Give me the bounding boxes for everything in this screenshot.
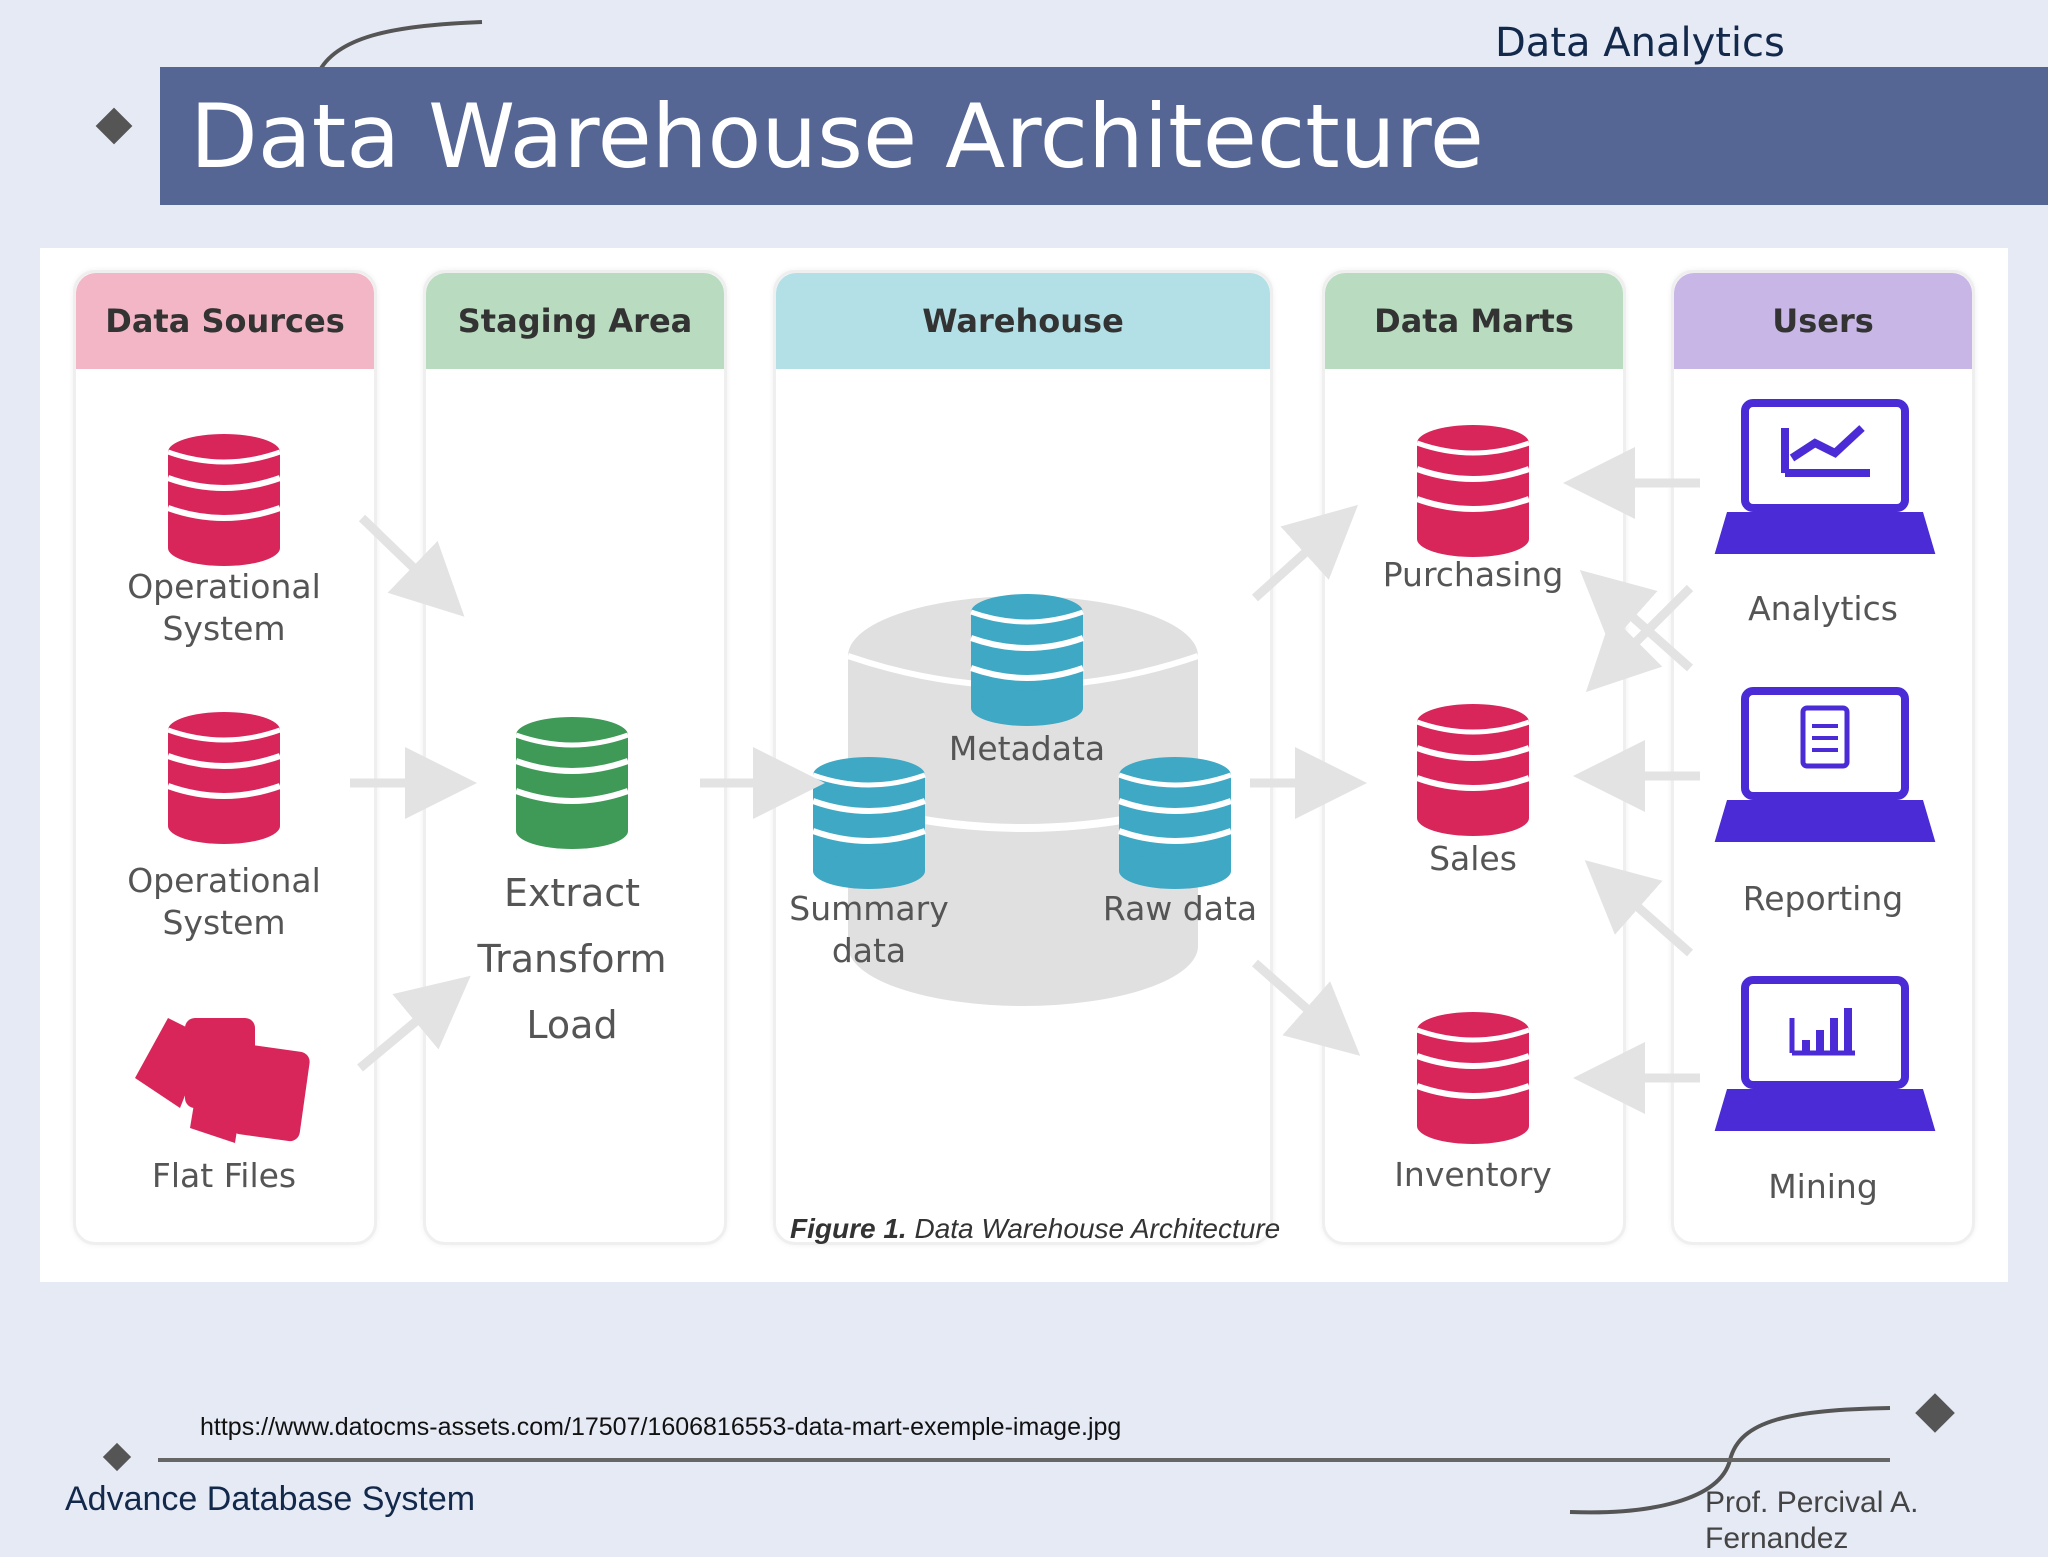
source-url[interactable]: https://www.datocms-assets.com/17507/160… bbox=[200, 1413, 1122, 1441]
label-line: Extract bbox=[503, 871, 641, 915]
header-topic: Data Analytics bbox=[1495, 20, 1785, 66]
etl-label: Extract Transform Load bbox=[477, 860, 666, 1058]
database-icon bbox=[971, 594, 1083, 726]
label-line: Operational bbox=[127, 861, 321, 900]
column-header-warehouse: Warehouse bbox=[776, 273, 1270, 369]
title-bar: Data Warehouse Architecture bbox=[160, 67, 2048, 205]
label-line: data bbox=[831, 931, 907, 970]
reporting-laptop-icon bbox=[1714, 687, 1936, 842]
source-label: Operational System bbox=[127, 860, 321, 944]
label-line: Summary bbox=[789, 889, 949, 928]
user-label: Mining bbox=[1768, 1167, 1878, 1206]
database-icon bbox=[813, 757, 925, 889]
source-label: Operational System bbox=[127, 566, 321, 650]
database-icon bbox=[1417, 425, 1529, 557]
mart-label: Purchasing bbox=[1382, 555, 1564, 594]
author-line: Prof. Percival A. bbox=[1705, 1486, 1919, 1519]
database-icon bbox=[1417, 704, 1529, 836]
analytics-laptop-icon bbox=[1714, 399, 1936, 554]
label-line: Operational bbox=[127, 567, 321, 606]
mining-laptop-icon bbox=[1714, 976, 1936, 1131]
column-header-data-marts: Data Marts bbox=[1325, 273, 1623, 369]
course-name: Advance Database System bbox=[65, 1480, 476, 1518]
flat-files-icon bbox=[135, 1018, 310, 1143]
page-title: Data Warehouse Architecture bbox=[190, 85, 1484, 188]
label-line: System bbox=[162, 609, 286, 648]
mart-label: Inventory bbox=[1394, 1155, 1552, 1194]
column-header-users: Users bbox=[1674, 273, 1972, 369]
author-name: Prof. Percival A. Fernandez bbox=[1705, 1485, 1918, 1557]
database-icon bbox=[1417, 1012, 1529, 1144]
figure-caption: Figure 1. Data Warehouse Architecture bbox=[790, 1213, 1280, 1245]
database-icon bbox=[168, 434, 280, 566]
author-line: Fernandez bbox=[1705, 1522, 1849, 1555]
footer-divider bbox=[158, 1458, 1890, 1462]
metadata-label: Metadata bbox=[948, 729, 1106, 768]
figure-graphics bbox=[135, 399, 1936, 1282]
source-label: Flat Files bbox=[151, 1156, 297, 1195]
user-label: Reporting bbox=[1742, 879, 1904, 918]
database-icon bbox=[168, 712, 280, 844]
caption-text: Data Warehouse Architecture bbox=[906, 1213, 1281, 1244]
label-line: System bbox=[162, 903, 286, 942]
user-label: Analytics bbox=[1748, 589, 1898, 628]
caption-number: Figure 1. bbox=[790, 1213, 907, 1244]
label-line: Transform bbox=[477, 937, 667, 981]
column-header-data-sources: Data Sources bbox=[76, 273, 374, 369]
raw-data-label: Raw data bbox=[1102, 889, 1258, 928]
summary-data-label: Summary data bbox=[789, 888, 948, 972]
architecture-figure: Data Sources Staging Area Warehouse Data… bbox=[40, 248, 2008, 1282]
mart-label: Sales bbox=[1429, 839, 1517, 878]
database-icon bbox=[1119, 757, 1231, 889]
flow-arrows bbox=[350, 447, 1700, 1114]
database-icon bbox=[516, 717, 628, 849]
column-header-staging-area: Staging Area bbox=[426, 273, 724, 369]
label-line: Load bbox=[526, 1003, 618, 1047]
